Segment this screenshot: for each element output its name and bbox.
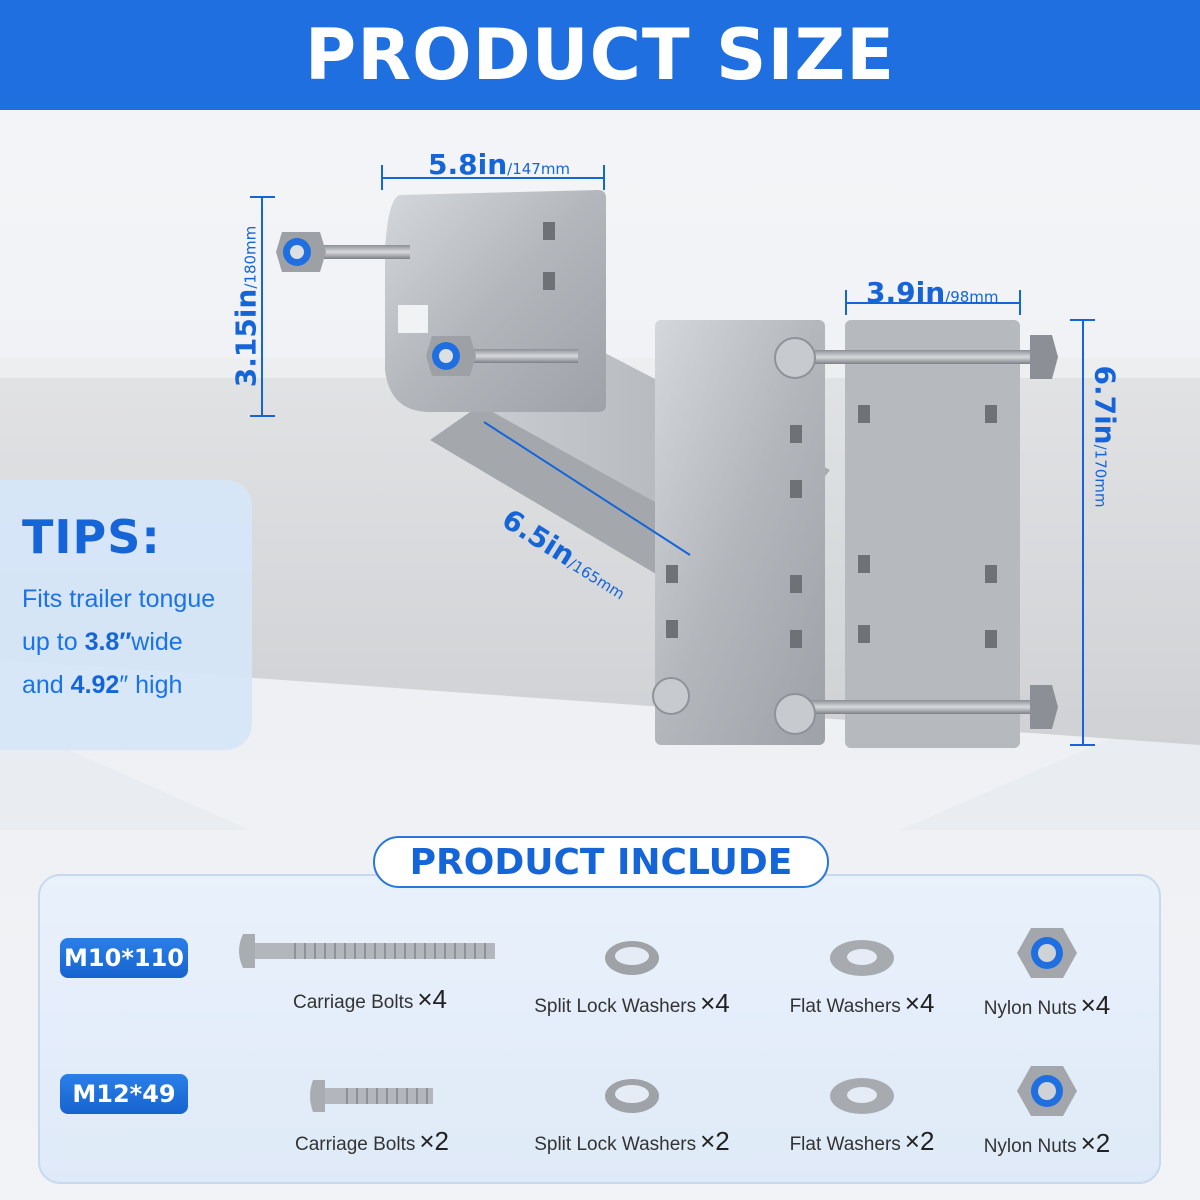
nylon-nut-icon — [1017, 928, 1077, 978]
dimension-width-top: 5.8in/147mm — [428, 148, 571, 181]
item-nylon-nut: Nylon Nuts×4 — [962, 924, 1132, 1021]
item-label: Nylon Nuts×4 — [983, 990, 1111, 1020]
carriage-bolt-short-icon — [310, 1080, 433, 1112]
item-nylon-nut: Nylon Nuts×2 — [962, 1062, 1132, 1159]
item-flat-washer: Flat Washers×2 — [762, 1074, 962, 1157]
front-clamp-plate — [655, 320, 825, 745]
item-label: Nylon Nuts×2 — [983, 1128, 1111, 1158]
tips-text: Fits trailer tongue up to 3.8″wide and 4… — [22, 585, 216, 699]
item-label: Carriage Bolts×4 — [292, 984, 448, 1014]
dimension-width-plate: 3.9in/98mm — [866, 276, 999, 309]
header-banner: PRODUCT SIZE — [0, 0, 1200, 110]
item-carriage-bolt-long: Carriage Bolts×4 — [235, 926, 505, 1015]
product-include-panel: M10*110 Carriage Bolts×4 Split Lock W — [38, 874, 1161, 1184]
rear-clamp-plate — [845, 320, 1020, 748]
nylon-nut-icon — [1017, 1066, 1077, 1116]
flat-washer-icon — [830, 1078, 894, 1114]
item-split-lock-washer: Split Lock Washers×2 — [512, 1074, 752, 1157]
flat-washer-icon — [830, 940, 894, 976]
item-carriage-bolt-short: Carriage Bolts×2 — [262, 1074, 482, 1157]
tips-card: TIPS: Fits trailer tongue up to 3.8″wide… — [0, 480, 252, 750]
page-title: PRODUCT SIZE — [304, 14, 896, 96]
split-lock-washer-icon — [605, 941, 659, 975]
item-label: Split Lock Washers×4 — [534, 988, 730, 1018]
size-badge-m10: M10*110 — [60, 938, 188, 978]
bracket-illustration — [0, 165, 1200, 830]
dimension-height-left: 3.15in/180mm — [229, 225, 263, 388]
tips-title: TIPS: — [22, 510, 161, 564]
item-split-lock-washer: Split Lock Washers×4 — [512, 936, 752, 1019]
item-label: Carriage Bolts×2 — [294, 1126, 450, 1156]
item-label: Flat Washers×4 — [789, 988, 935, 1018]
size-badge-m12: M12*49 — [60, 1074, 188, 1114]
product-scene: 5.8in/147mm 3.15in/180mm 6.5in/165mm 3.9… — [0, 110, 1200, 830]
item-label: Split Lock Washers×2 — [534, 1126, 730, 1156]
top-mount-plate — [385, 190, 606, 412]
dimension-height-plate: 6.7in/170mm — [1088, 365, 1122, 508]
item-label: Flat Washers×2 — [789, 1126, 935, 1156]
carriage-bolt-long-icon — [239, 934, 495, 968]
item-flat-washer: Flat Washers×4 — [762, 936, 962, 1019]
split-lock-washer-icon — [605, 1079, 659, 1113]
product-include-title: PRODUCT INCLUDE — [373, 836, 829, 888]
